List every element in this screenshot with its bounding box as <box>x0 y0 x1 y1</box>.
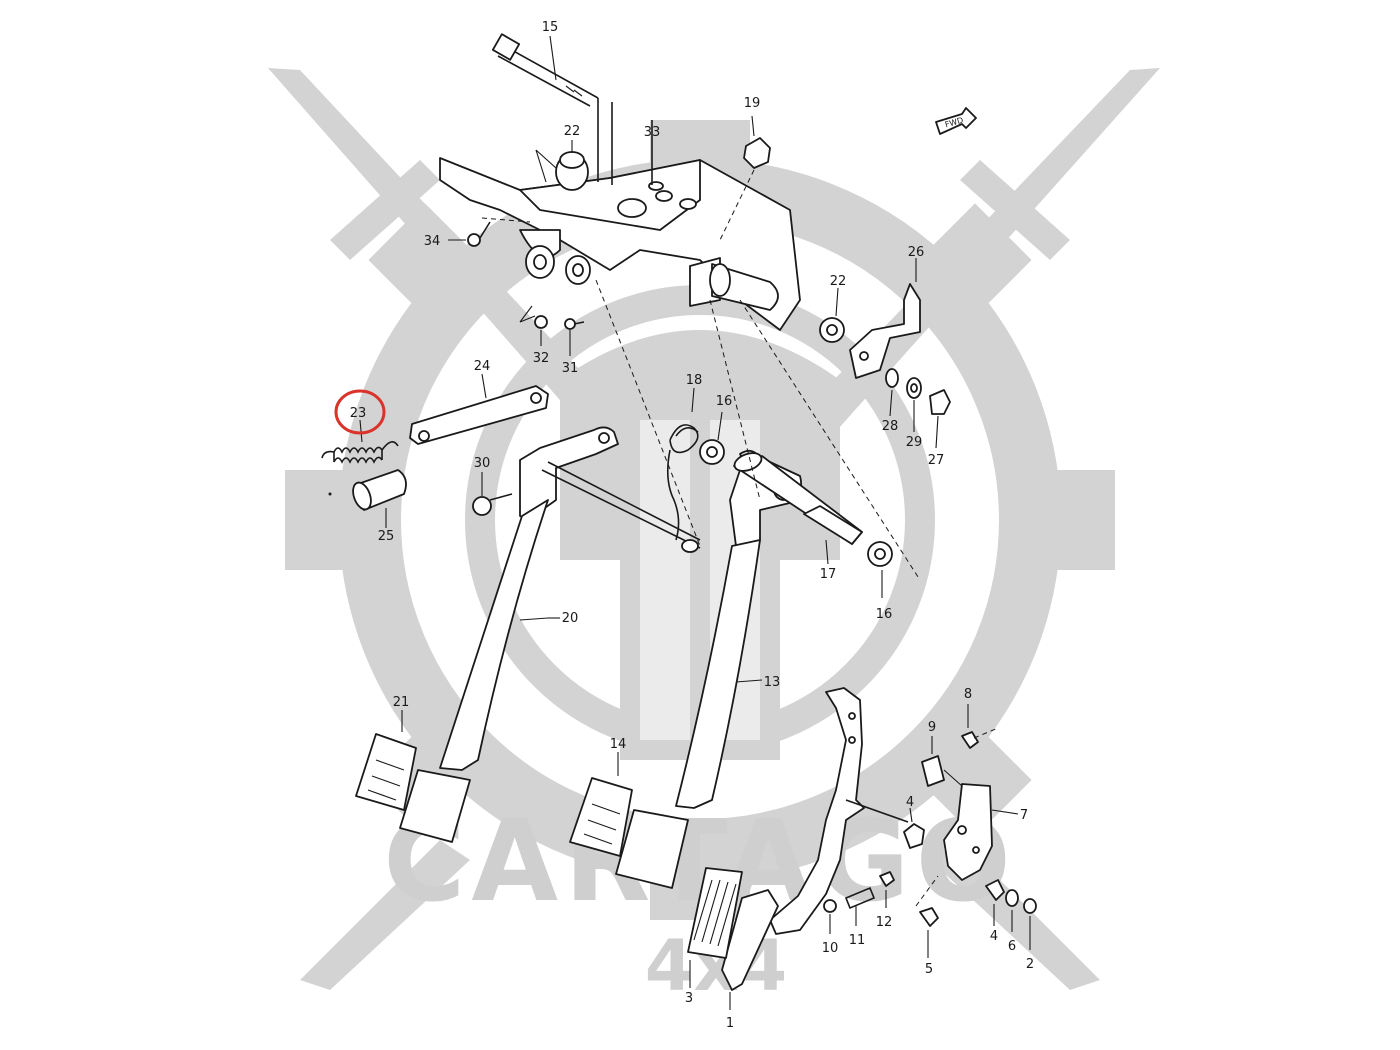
label-11: 11 <box>849 933 866 948</box>
part-21-clutch-pad <box>355 710 471 843</box>
label-19: 19 <box>744 96 761 111</box>
label-17: 17 <box>820 567 837 582</box>
fwd-direction-badge: FWD <box>935 107 977 135</box>
part-22-bushing-right <box>819 287 845 343</box>
part-5-bolt <box>915 875 939 958</box>
part-18-spring <box>666 387 699 541</box>
part-10-11-12-stopper <box>823 871 895 934</box>
label-32: 32 <box>533 351 550 366</box>
label-18: 18 <box>686 373 703 388</box>
label-22-right: 22 <box>830 274 847 289</box>
part-20-clutch-pedal <box>439 279 701 771</box>
label-23: 23 <box>350 406 367 421</box>
label-13: 13 <box>764 675 781 690</box>
part-34-bolt <box>448 217 531 247</box>
label-4-upper: 4 <box>906 795 914 810</box>
part-8-bolt <box>961 704 999 749</box>
watermark-helmet <box>560 330 840 760</box>
label-10: 10 <box>822 941 839 956</box>
label-5: 5 <box>925 962 933 977</box>
part-26-bracket <box>849 258 921 379</box>
label-12: 12 <box>876 915 893 930</box>
part-4-6-2-hardware <box>985 879 1037 950</box>
label-4-lower: 4 <box>990 929 998 944</box>
label-27: 27 <box>928 453 945 468</box>
label-28: 28 <box>882 419 899 434</box>
label-15: 15 <box>542 20 559 35</box>
label-24: 24 <box>474 359 491 374</box>
label-34: 34 <box>424 234 441 249</box>
part-30-bolt <box>472 472 513 516</box>
part-33-pedal-bracket <box>439 98 801 331</box>
part-28-29-27-hardware <box>885 368 951 449</box>
label-3: 3 <box>685 991 693 1006</box>
part-4-nut-upper <box>903 807 925 849</box>
part-1-accelerator-pedal <box>721 687 909 1010</box>
part-3-floor-pad <box>687 867 743 988</box>
part-32-31-fasteners <box>519 305 585 356</box>
label-21: 21 <box>393 695 410 710</box>
part-23-highlight-ring <box>334 389 386 435</box>
part-22-bushing-top <box>535 140 589 191</box>
part-7-mounting-bracket <box>943 783 1019 881</box>
label-30: 30 <box>474 456 491 471</box>
part-15-bolt <box>491 33 599 107</box>
part-24-rod <box>409 373 549 445</box>
label-1: 1 <box>726 1016 734 1031</box>
watermark-brand: CARTAGO <box>383 797 1017 927</box>
label-22-top: 22 <box>564 124 581 139</box>
label-16-upper: 16 <box>716 394 733 409</box>
part-number-labels: 15 19 22 33 34 26 22 32 31 24 18 16 23 2… <box>350 20 1034 1031</box>
label-26: 26 <box>908 245 925 260</box>
label-2: 2 <box>1026 957 1034 972</box>
part-25-bushing <box>328 469 407 528</box>
part-16-bushing-lower <box>867 541 893 598</box>
part-9-switch-block <box>921 736 963 787</box>
label-14: 14 <box>610 737 627 752</box>
part-14-brake-pad <box>569 752 689 889</box>
label-25: 25 <box>378 529 395 544</box>
part-17-shaft <box>733 452 863 565</box>
label-16-lower: 16 <box>876 607 893 622</box>
part-16-bushing-upper <box>699 411 725 465</box>
label-20: 20 <box>562 611 579 626</box>
label-8: 8 <box>964 687 972 702</box>
label-9: 9 <box>928 720 936 735</box>
label-29: 29 <box>906 435 923 450</box>
part-19-nut <box>719 115 771 241</box>
label-6: 6 <box>1008 939 1016 954</box>
label-33: 33 <box>644 125 661 140</box>
label-31: 31 <box>562 361 579 376</box>
part-23-return-spring <box>321 419 399 464</box>
label-7: 7 <box>1020 808 1028 823</box>
